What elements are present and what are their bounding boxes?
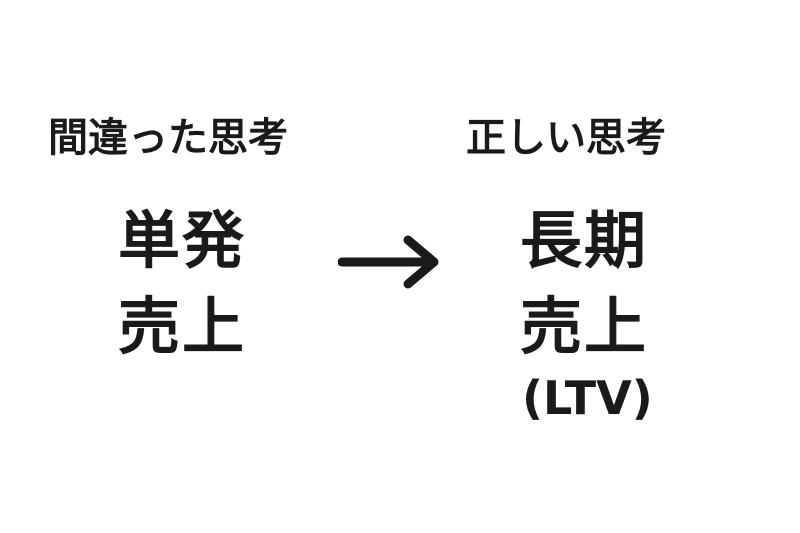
wrong-thinking-heading: 間違った思考 — [48, 115, 288, 161]
right-arrow-icon — [338, 235, 439, 289]
ltv-label: (LTV) — [522, 371, 653, 425]
correct-thinking-heading: 正しい思考 — [466, 115, 666, 161]
long-term-label: 長期 — [520, 204, 649, 277]
right-sales-label: 売上 — [520, 290, 649, 363]
left-sales-label: 売上 — [118, 290, 247, 363]
one-time-label: 単発 — [118, 204, 247, 277]
